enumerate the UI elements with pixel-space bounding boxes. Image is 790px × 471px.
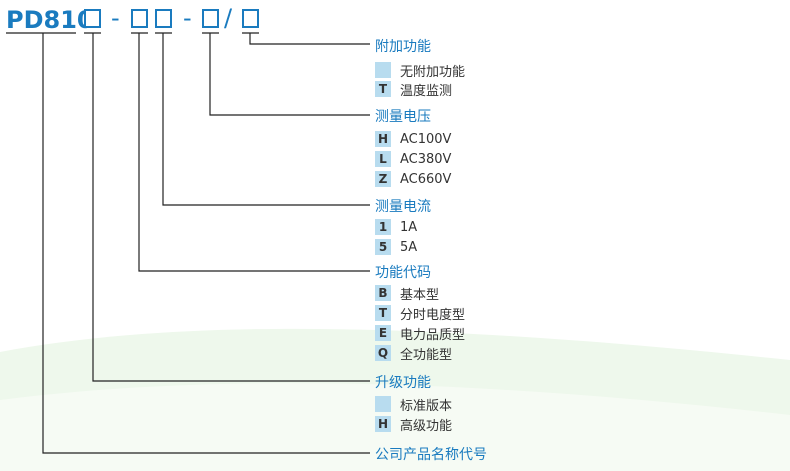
option-row: 5 5A xyxy=(375,238,417,256)
leader-function-code xyxy=(138,33,370,272)
leader-company-code xyxy=(42,33,370,454)
leader-voltage xyxy=(209,33,370,116)
option-code-badge xyxy=(375,396,391,412)
option-code-badge: E xyxy=(375,325,391,341)
code-slot-function-code xyxy=(131,9,148,28)
model-prefix: PD810 xyxy=(6,6,94,34)
heading-current: 测量电流 xyxy=(375,199,431,215)
heading-extra-function: 附加功能 xyxy=(375,39,431,55)
option-row: B 基本型 xyxy=(375,284,440,303)
option-label: 分时电度型 xyxy=(400,307,466,323)
option-code-badge: H xyxy=(375,131,391,147)
option-code-badge: T xyxy=(375,305,391,321)
option-label: 温度监测 xyxy=(400,83,453,99)
option-code-badge: Z xyxy=(375,171,391,187)
option-code-badge: Q xyxy=(375,345,391,361)
option-label: 电力品质型 xyxy=(400,327,466,343)
option-code-badge: B xyxy=(375,285,391,301)
option-label: 标准版本 xyxy=(400,398,453,414)
option-row: 无附加功能 xyxy=(375,61,466,80)
option-row: 标准版本 xyxy=(375,395,453,414)
heading-function-code: 功能代码 xyxy=(375,265,431,281)
option-code-badge: L xyxy=(375,151,391,167)
option-label: 5A xyxy=(400,239,418,255)
option-code-badge: H xyxy=(375,416,391,432)
option-row: L AC380V xyxy=(375,150,451,168)
option-row: Q 全功能型 xyxy=(375,344,453,363)
option-label: 全功能型 xyxy=(400,347,453,363)
option-label: 1A xyxy=(400,219,418,235)
option-code-badge xyxy=(375,62,391,78)
option-label: AC380V xyxy=(400,151,452,167)
separator-dash-2: - xyxy=(183,4,192,32)
option-label: 高级功能 xyxy=(400,418,453,434)
option-row: H AC100V xyxy=(375,130,451,148)
option-row: T 温度监测 xyxy=(375,80,453,99)
heading-company-code: 公司产品名称代号 xyxy=(375,447,487,463)
option-row: Z AC660V xyxy=(375,170,451,188)
code-slot-current xyxy=(155,9,172,28)
leader-current xyxy=(162,33,370,206)
heading-upgrade: 升级功能 xyxy=(375,375,431,391)
leader-extra xyxy=(249,33,370,45)
option-label: 无附加功能 xyxy=(400,64,466,80)
option-code-badge: 1 xyxy=(375,219,391,235)
option-row: T 分时电度型 xyxy=(375,304,466,323)
option-label: 基本型 xyxy=(400,287,440,303)
option-label: AC660V xyxy=(400,171,452,187)
code-slot-extra xyxy=(242,9,259,28)
separator-slash: / xyxy=(224,4,233,32)
option-row: H 高级功能 xyxy=(375,415,453,434)
option-row: E 电力品质型 xyxy=(375,324,466,343)
option-code-badge: T xyxy=(375,81,391,97)
separator-dash-1: - xyxy=(111,4,120,32)
option-label: AC100V xyxy=(400,131,452,147)
option-row: 1 1A xyxy=(375,218,417,236)
option-code-badge: 5 xyxy=(375,239,391,255)
code-slot-voltage xyxy=(202,9,219,28)
heading-voltage: 测量电压 xyxy=(375,109,431,125)
code-slot-upgrade xyxy=(84,9,101,28)
leader-upgrade xyxy=(92,33,370,382)
